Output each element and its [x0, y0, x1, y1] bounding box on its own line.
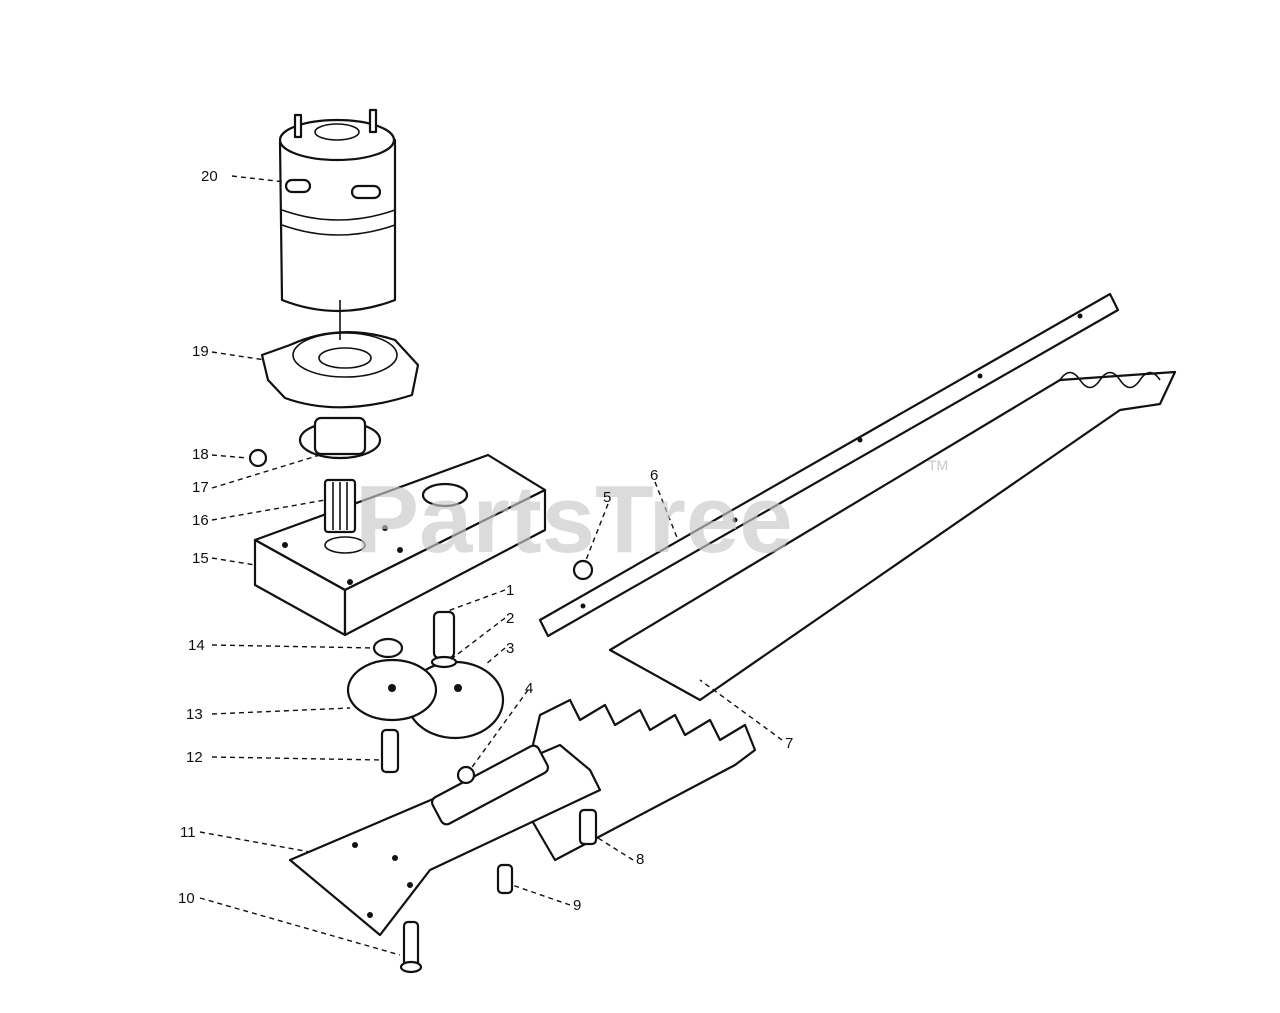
gear-housing [253, 453, 547, 637]
callout-20: 20 [201, 168, 218, 185]
lower-blade-teeth [1059, 371, 1161, 389]
callout-16: 16 [192, 512, 209, 529]
motor [278, 108, 397, 340]
fan-hub [313, 416, 367, 456]
callout-18: 18 [192, 446, 209, 463]
mount-ring [292, 332, 398, 378]
callout-5: 5 [603, 489, 611, 506]
nut-5 [572, 559, 594, 581]
housing-hole [324, 536, 366, 554]
callout-19: 19 [192, 343, 209, 360]
mount-bracket [260, 331, 420, 409]
callout-2: 2 [506, 610, 514, 627]
screw-9 [496, 863, 514, 895]
callout-8: 8 [636, 851, 644, 868]
gear-pin [380, 728, 400, 774]
pinion-fan [248, 416, 382, 534]
housing-boss [421, 482, 469, 508]
callout-14: 14 [188, 637, 205, 654]
motor-terminal-right [368, 108, 378, 134]
callout-13: 13 [186, 706, 203, 723]
callout-9: 9 [573, 897, 581, 914]
callout-11: 11 [180, 824, 196, 841]
blade-assembly [518, 292, 1177, 862]
callout-10: 10 [178, 890, 195, 907]
leader-lines [199, 175, 783, 956]
shaft-pin [432, 610, 456, 660]
nut-4 [456, 765, 476, 785]
callout-7: 7 [785, 735, 793, 752]
screw-18 [248, 448, 268, 468]
motor-slot-left [284, 178, 312, 194]
callout-15: 15 [192, 550, 209, 567]
callout-4: 4 [525, 680, 533, 697]
screw-10-head [399, 960, 423, 974]
callout-labels: 20 19 18 17 16 15 14 13 12 11 10 1 2 3 4… [178, 168, 793, 914]
gear-set [346, 610, 505, 774]
callout-1: 1 [506, 582, 514, 599]
callout-3: 3 [506, 640, 514, 657]
callout-17: 17 [192, 479, 209, 496]
base-plate [288, 743, 602, 937]
bushing [372, 637, 404, 659]
housing-front [343, 488, 547, 637]
callout-6: 6 [650, 467, 658, 484]
watermark-trademark: TM [928, 457, 948, 473]
motor-mount [260, 331, 420, 409]
upper-blade [538, 292, 1120, 638]
motor-terminal-left [293, 113, 303, 139]
slot-plate [430, 744, 550, 826]
cutter-teeth [518, 698, 757, 862]
bottom-plate [288, 743, 602, 937]
watermark: PartsTree [355, 466, 793, 573]
washer [430, 655, 458, 669]
callout-12: 12 [186, 749, 203, 766]
fasteners [399, 559, 598, 974]
motor-slot-right [350, 184, 382, 200]
screw-8 [578, 808, 598, 846]
screw-10 [402, 920, 420, 969]
